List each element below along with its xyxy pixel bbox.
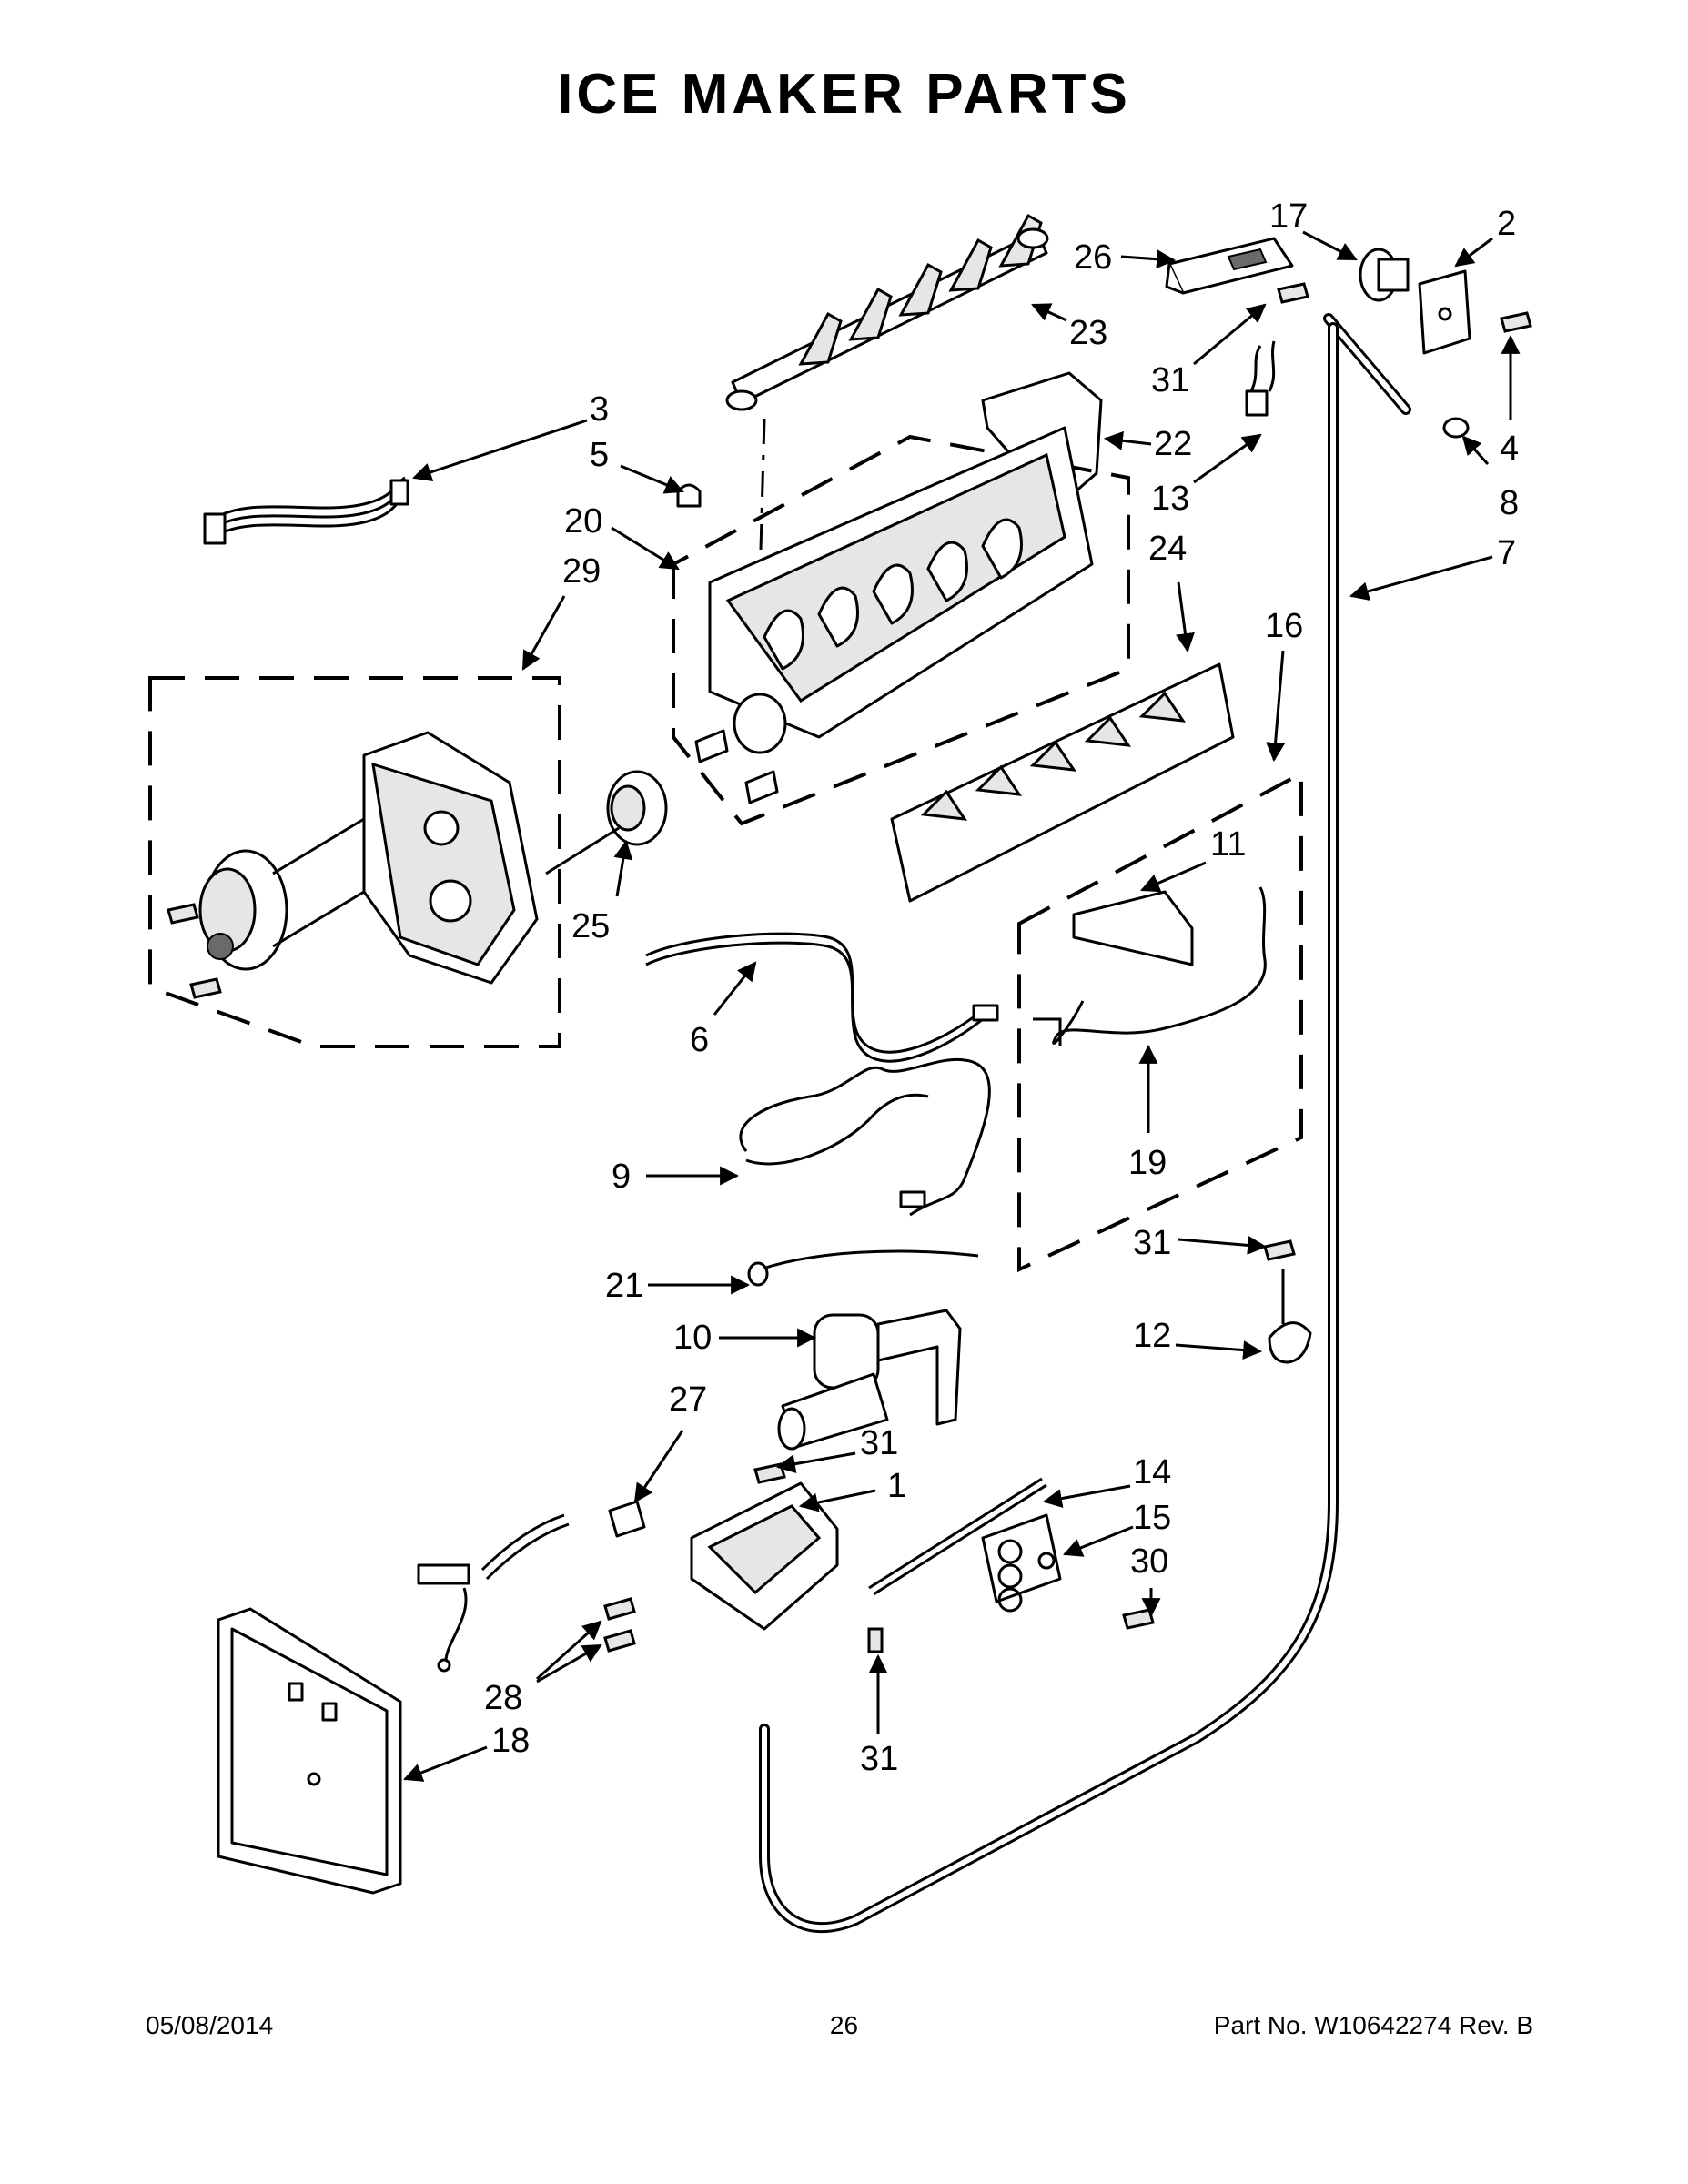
callout-25: 25 bbox=[571, 907, 610, 945]
callout-26: 26 bbox=[1074, 238, 1112, 277]
screws-pair-part bbox=[603, 1597, 636, 1653]
callout-18: 18 bbox=[491, 1722, 530, 1760]
callout-27: 27 bbox=[669, 1380, 707, 1419]
callout-30: 30 bbox=[1130, 1542, 1168, 1581]
short-tube-part bbox=[747, 1249, 979, 1287]
callout-8: 8 bbox=[1500, 484, 1519, 522]
callout-1: 1 bbox=[887, 1467, 906, 1505]
callout-21: 21 bbox=[605, 1267, 643, 1305]
heater-loop-part bbox=[739, 1057, 991, 1217]
fill-cup-part bbox=[1359, 248, 1410, 302]
heater-element-part bbox=[981, 1513, 1062, 1613]
front-panel-part bbox=[217, 1607, 402, 1895]
callout-29: 29 bbox=[562, 552, 601, 591]
heater-wire-part bbox=[645, 932, 999, 1063]
callout-31: 31 bbox=[1151, 361, 1189, 399]
callout-14: 14 bbox=[1133, 1453, 1171, 1491]
callout-31: 31 bbox=[1133, 1224, 1171, 1262]
callout-4: 4 bbox=[1500, 430, 1519, 468]
valve-bracket-part bbox=[690, 1462, 839, 1631]
fill-tube-rod-part bbox=[1323, 313, 1411, 415]
callout-22: 22 bbox=[1154, 425, 1192, 463]
callout-10: 10 bbox=[673, 1319, 712, 1357]
heater-strip-part bbox=[868, 1477, 1047, 1596]
ejector-bar-part bbox=[725, 213, 1049, 583]
mounting-block-part bbox=[1418, 269, 1471, 355]
callout-17: 17 bbox=[1269, 197, 1308, 236]
callout-16: 16 bbox=[1265, 607, 1303, 645]
callout-20: 20 bbox=[564, 502, 602, 541]
callout-9: 9 bbox=[612, 1158, 631, 1196]
page-title: ICE MAKER PARTS bbox=[557, 63, 1131, 126]
callout-11: 11 bbox=[1210, 825, 1246, 864]
callout-5: 5 bbox=[590, 436, 609, 474]
callout-2: 2 bbox=[1497, 205, 1516, 243]
callout-28: 28 bbox=[484, 1679, 522, 1717]
callout-13: 13 bbox=[1151, 480, 1189, 518]
screw-top-part bbox=[1277, 282, 1309, 304]
screw-heater-part bbox=[1122, 1608, 1155, 1630]
wire-harness-part bbox=[203, 476, 409, 545]
screw-right-part bbox=[1500, 311, 1532, 333]
callout-23: 23 bbox=[1069, 314, 1107, 352]
ice-mold-part bbox=[672, 426, 1130, 826]
clip-part bbox=[676, 483, 702, 508]
motor-control-module-part bbox=[148, 676, 561, 1048]
callout-7: 7 bbox=[1497, 534, 1516, 572]
washer-part bbox=[1442, 417, 1470, 439]
thermostat-part bbox=[1245, 340, 1276, 417]
callout-15: 15 bbox=[1133, 1499, 1171, 1537]
tube-clamp-part bbox=[1263, 1239, 1312, 1364]
callout-labels: 1 2 3 4 5 6 7 8 9 10 11 12 13 14 15 16 1… bbox=[484, 197, 1519, 1778]
footer-date: 05/08/2014 bbox=[146, 2011, 274, 2039]
callout-31: 31 bbox=[860, 1424, 898, 1462]
callout-6: 6 bbox=[690, 1021, 709, 1059]
leader-arrows bbox=[403, 230, 1521, 1782]
callout-19: 19 bbox=[1128, 1144, 1167, 1182]
footer-page-number: 26 bbox=[829, 2011, 859, 2039]
water-valve-part bbox=[777, 1309, 962, 1451]
drive-coupler-part bbox=[545, 770, 668, 875]
callout-24: 24 bbox=[1148, 530, 1187, 568]
footer-part-number: Part No. W10642274 Rev. B bbox=[1213, 2011, 1533, 2039]
bail-arm-assembly-part bbox=[1017, 770, 1303, 1273]
water-tube-part bbox=[759, 322, 1339, 1934]
front-cover-part bbox=[890, 662, 1235, 903]
callout-3: 3 bbox=[590, 390, 609, 429]
callout-31: 31 bbox=[860, 1740, 898, 1778]
screw-bottom-part bbox=[867, 1627, 884, 1653]
cover-bracket-part bbox=[1165, 237, 1294, 295]
valve-wire-harness-part bbox=[417, 1500, 646, 1673]
callout-12: 12 bbox=[1133, 1317, 1171, 1355]
